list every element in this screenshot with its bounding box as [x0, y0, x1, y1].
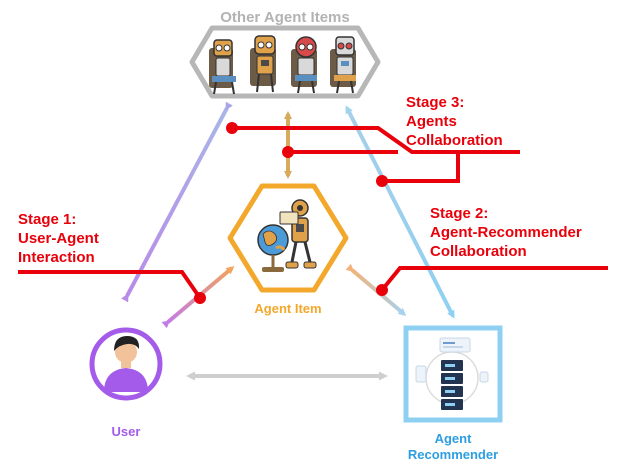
- user-to-other-agents-arrow: [121, 101, 233, 303]
- user-node: User: [89, 327, 163, 439]
- stage1-dot: [194, 292, 206, 304]
- server-stack-icon: [415, 337, 489, 410]
- stage2-text-line3: Collaboration: [430, 243, 527, 260]
- stage3-dot-center: [282, 146, 294, 158]
- stage1-connector: [18, 270, 206, 304]
- stage3-line-top: [232, 126, 520, 154]
- stage3-label: Stage 3: Agents Collaboration: [406, 94, 503, 149]
- other-agent-items-node: Other Agent Items: [189, 9, 381, 99]
- agent-recommender-node: Agent Recommender: [403, 325, 503, 462]
- robot-with-globe-icon: [257, 199, 317, 272]
- recommender-to-other-agents-arrow: [345, 105, 455, 319]
- other-agent-items-label: Other Agent Items: [220, 9, 349, 26]
- stage3-connector: [226, 122, 520, 187]
- stage3-title: Stage 3:: [406, 94, 464, 111]
- stage3-line-low: [382, 152, 460, 183]
- stage2-connector: [376, 266, 608, 296]
- agent-item-node: Agent Item: [227, 183, 349, 316]
- agent-item-label: Agent Item: [254, 301, 321, 316]
- stage3-dot-right: [376, 175, 388, 187]
- stage2-label: Stage 2: Agent-Recommender Collaboration: [430, 205, 582, 260]
- user-avatar-icon: [104, 336, 148, 392]
- robot-group-icon: [209, 35, 356, 95]
- stage2-title: Stage 2:: [430, 205, 488, 222]
- stage3-text-line2: Agents: [406, 113, 457, 130]
- stage1-line: [18, 270, 202, 300]
- stage1-text-line3: Interaction: [18, 249, 95, 266]
- stage1-text-line2: User-Agent: [18, 230, 99, 247]
- stage2-line: [380, 266, 608, 292]
- user-label: User: [112, 424, 141, 439]
- recommender-label-line1: Agent: [435, 431, 473, 446]
- stage2-text-line2: Agent-Recommender: [430, 224, 582, 241]
- stage1-label: Stage 1: User-Agent Interaction: [18, 211, 99, 266]
- recommender-label-line2: Recommender: [408, 447, 498, 462]
- stage3-text-line3: Collaboration: [406, 132, 503, 149]
- stage3-dot-left: [226, 122, 238, 134]
- stage2-dot: [376, 284, 388, 296]
- stage1-title: Stage 1:: [18, 211, 76, 228]
